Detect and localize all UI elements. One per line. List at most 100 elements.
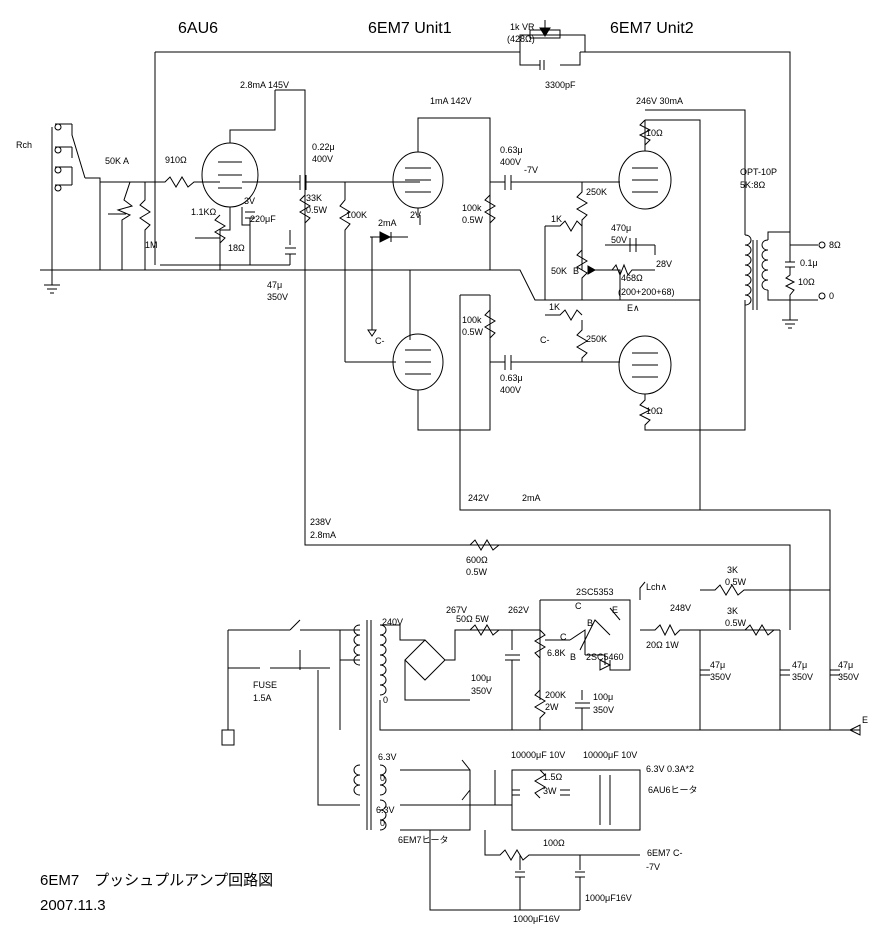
label-r600a: 600Ω <box>466 555 488 565</box>
label-r910: 910Ω <box>165 155 187 165</box>
label-e: E <box>612 605 619 615</box>
label-b2: B <box>570 652 577 662</box>
label-r10c: 10Ω <box>798 277 815 287</box>
label-opt2: 5K:8Ω <box>740 180 766 190</box>
label-c063d: 400V <box>500 385 522 395</box>
label-zero: 0 <box>383 695 389 705</box>
label-r600b: 0.5W <box>466 567 488 577</box>
label-fuse: FUSE <box>253 680 278 690</box>
label-r50k: 50K <box>551 266 568 276</box>
label-r1kb: 1K <box>549 302 561 312</box>
label-r1ka: 1K <box>551 214 563 224</box>
label-sw240: 240V <box>382 617 404 627</box>
label-r100kd: 0.5W <box>462 327 484 337</box>
label-c063b: 400V <box>500 157 522 167</box>
label-r200kb: 2W <box>545 702 559 712</box>
label-bsym: B <box>573 266 580 276</box>
label-r15b: 3W <box>543 786 557 796</box>
label-c47a: 47μ <box>267 280 283 290</box>
label-fuse2: 1.5A <box>253 693 272 703</box>
label-tr1: 2SC5353 <box>576 587 614 597</box>
label-ma2: 2mA <box>522 493 541 503</box>
label-c100c: 100μ <box>593 692 614 702</box>
label-r100k: 100K <box>346 210 368 220</box>
label-v7: -7V <box>524 165 539 175</box>
label-r100ka: 100k <box>462 203 482 213</box>
label-vr2: (428Ω) <box>507 34 535 44</box>
label-v248: 248V <box>670 603 692 613</box>
label-lch: Lch∧ <box>646 582 668 592</box>
footer-title: 6EM7 プッシュプルアンプ回路図 <box>40 872 274 889</box>
label-o8: 8Ω <box>829 240 841 250</box>
label-v1a: 2.8mA 145V <box>240 80 290 90</box>
label-ma28: 2.8mA <box>310 530 337 540</box>
label-v262: 262V <box>508 605 530 615</box>
label-gnd-e: E <box>862 715 869 725</box>
label-u1a: 1mA 142V <box>430 96 472 106</box>
label-cminus: C- <box>375 336 385 346</box>
label-r33kb: 0.5W <box>306 205 328 215</box>
label-c10000b: 10000μF 10V <box>583 750 638 760</box>
label-u2a: 246V 30mA <box>636 96 684 106</box>
tube-title-6em7-unit2: 6EM7 Unit2 <box>610 20 694 37</box>
label-pot: 50K A <box>105 156 130 166</box>
label-r20: 20Ω 1W <box>646 640 679 650</box>
label-opt: OPT-10P <box>740 167 778 177</box>
label-r3kd: 0.5W <box>725 618 747 628</box>
label-r10a: 10Ω <box>646 128 663 138</box>
label-v3: 3V <box>244 196 256 206</box>
label-c022b: 400V <box>312 154 334 164</box>
label-h6em7: 6EM7ヒータ <box>398 835 449 845</box>
label-d2ma: 2mA <box>378 218 397 228</box>
label-h0a: 0 <box>380 773 386 783</box>
label-c47b: 350V <box>267 292 289 302</box>
label-c10000a: 10000μF 10V <box>511 750 566 760</box>
tube-title-6au6: 6AU6 <box>178 20 219 37</box>
label-r1m: 1M <box>145 240 158 250</box>
label-h6au6b: 6AU6ヒータ <box>648 785 698 795</box>
label-c100a: 100μ <box>471 673 492 683</box>
label-v267: 267V <box>446 605 468 615</box>
label-r200k: 200K <box>545 690 567 700</box>
label-ehe: E∧ <box>627 303 640 313</box>
footer-date: 2007.11.3 <box>40 897 106 914</box>
label-r100kb: 0.5W <box>462 215 484 225</box>
label-r250kb: 250K <box>586 334 608 344</box>
label-r10b: 10Ω <box>646 406 663 416</box>
tube-title-6em7-unit1: 6EM7 Unit1 <box>368 20 452 37</box>
label-r3ka: 3K <box>727 565 739 575</box>
label-r15: 1.5Ω <box>543 772 563 782</box>
label-c47d: 350V <box>710 672 732 682</box>
label-r250ka: 250K <box>586 187 608 197</box>
label-o0: 0 <box>829 291 835 301</box>
label-r3kc: 3K <box>727 606 739 616</box>
label-b: B <box>587 618 594 628</box>
label-c022a: 0.22μ <box>312 142 335 152</box>
label-vr: 1k VR <box>510 22 535 32</box>
label-c1000b: 1000μF16V <box>513 914 560 924</box>
label-c1000a: 1000μF16V <box>585 893 632 903</box>
label-r3kb: 0.5W <box>725 577 747 587</box>
label-c470a: 470μ <box>611 223 632 233</box>
label-r468: 468Ω <box>621 273 643 283</box>
label-v242: 242V <box>468 493 490 503</box>
label-c47e: 47μ <box>792 660 808 670</box>
label-c3300: 3300pF <box>545 80 576 90</box>
label-r468b: (200+200+68) <box>618 287 675 297</box>
label-c063a: 0.63μ <box>500 145 523 155</box>
label-c47f: 350V <box>792 672 814 682</box>
label-r11k: 1.1KΩ <box>191 207 217 217</box>
label-c100d: 350V <box>593 705 615 715</box>
label-c100b: 350V <box>471 686 493 696</box>
label-h0b: 0 <box>380 818 386 828</box>
label-v28: 28V <box>656 259 673 269</box>
label-v2: 2V <box>410 210 422 220</box>
label-cm2: -7V <box>646 862 661 872</box>
label-r18: 18Ω <box>228 243 245 253</box>
label-r68k: 6.8K <box>547 648 566 658</box>
label-c: C <box>575 601 582 611</box>
label-r33ka: 33K <box>306 193 323 203</box>
label-h63b: 6.3V <box>376 805 395 815</box>
label-c220: 220μF <box>250 214 276 224</box>
